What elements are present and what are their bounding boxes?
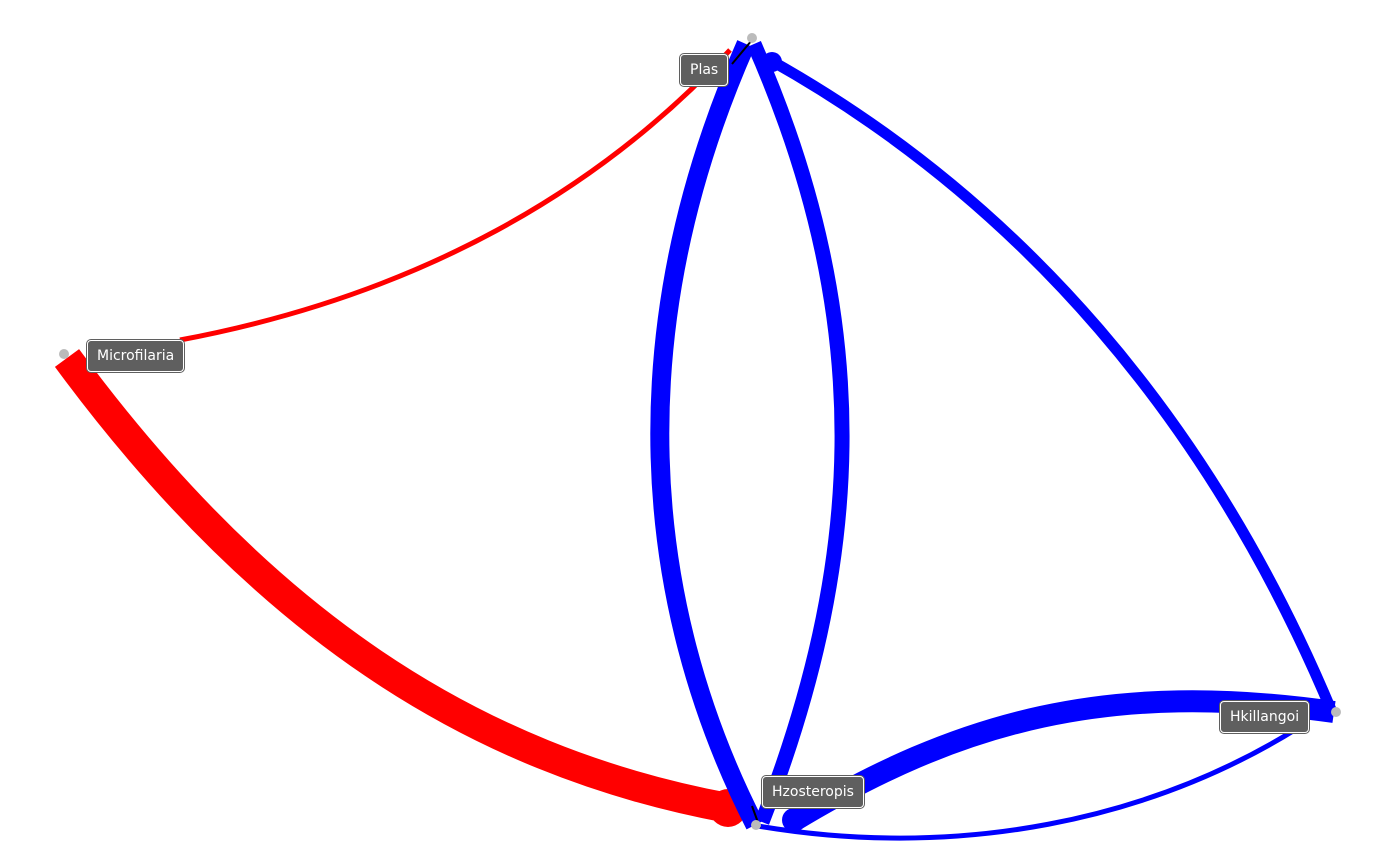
edge-plas-hkillangoi[interactable] [767,55,1338,715]
node-dot-microfilaria[interactable] [59,349,69,359]
node-label-microfilaria[interactable]: Microfilaria [87,340,185,372]
edge-plas-hzosteropis[interactable] [650,40,764,830]
edge-arrowhead [782,808,806,832]
edge-hzosteropis-plas[interactable] [747,40,850,825]
edge-arrowhead [762,52,782,72]
node-label-plas[interactable]: Plas [680,54,729,86]
node-dot-hkillangoi[interactable] [1331,707,1341,717]
edge-hkillangoi-hzosteropis[interactable] [757,725,1300,841]
node-label-hzosteropis[interactable]: Hzosteropis [762,776,864,808]
node-dot-plas[interactable] [747,33,757,43]
edge-microfilaria-hzosteropis[interactable] [54,349,731,823]
edge-microfilaria-plas[interactable] [179,48,732,343]
node-label-hkillangoi[interactable]: Hkillangoi [1220,701,1310,733]
edge-tick [731,39,753,65]
node-dot-hzosteropis[interactable] [751,820,761,830]
